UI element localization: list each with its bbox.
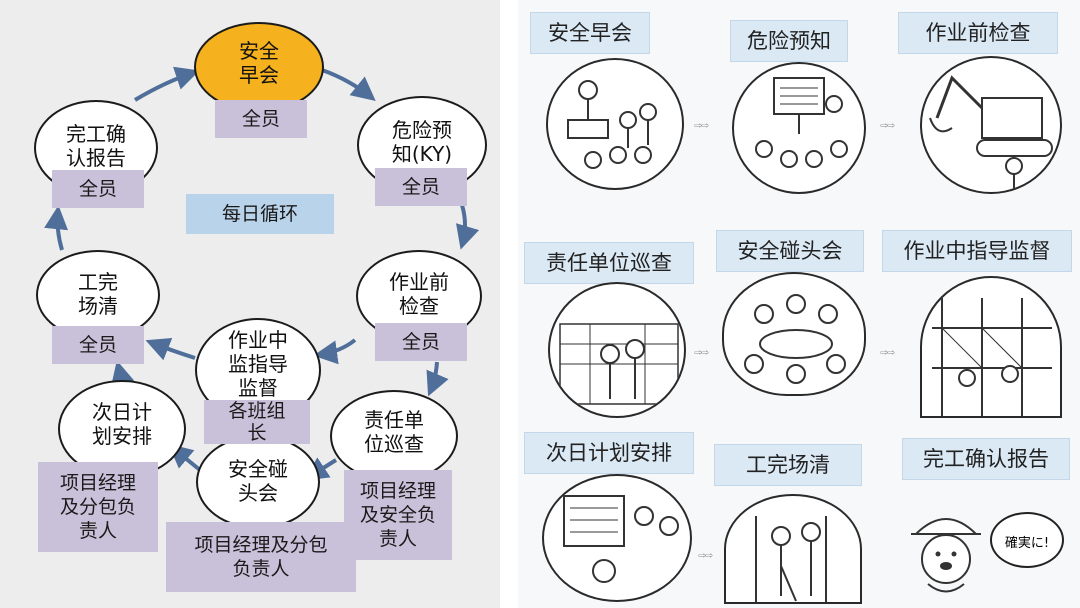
excavator-sketch: [922, 58, 1062, 194]
cleanup-sketch: [726, 496, 862, 604]
excavator-check-illustration: [920, 56, 1062, 194]
arrow-7-8: ⇨⇨: [698, 548, 712, 563]
arrow-precheck-to-patrol: [430, 362, 437, 392]
hazard-board-illustration: [732, 62, 866, 194]
step-title-8: 工完场清: [714, 444, 862, 486]
role-hazard-prediction: 全员: [375, 168, 467, 206]
step-title-7: 次日计划安排: [524, 432, 694, 474]
arrow-cleanup-to-report: [58, 210, 63, 250]
patrol-sketch: [550, 284, 686, 418]
role-morning-meeting: 全员: [215, 100, 307, 138]
step-title-2: 危险预知: [730, 20, 848, 62]
patrol-illustration: [548, 282, 686, 418]
arrow-2-3: ⇨⇨: [880, 118, 894, 133]
step-title-4: 责任单位巡查: [524, 242, 694, 284]
illustrated-steps-panel: 安全早会 ⇨⇨ 危险预知 ⇨⇨ 作业: [518, 0, 1080, 608]
mascot-speech-bubble: 確実に!: [990, 512, 1064, 568]
step-title-1: 安全早会: [530, 12, 650, 54]
node-morning-meeting: 安全 早会: [194, 22, 324, 112]
arrow-morning-to-ky: [322, 70, 372, 98]
role-safety-huddle: 项目经理及分包 负责人: [166, 522, 356, 592]
role-next-day-plan: 项目经理 及分包负 责人: [38, 462, 158, 552]
scaffold-sketch: [922, 278, 1062, 418]
node-safety-huddle: 安全碰 头会: [196, 435, 320, 529]
step-title-6: 作业中指导监督: [882, 230, 1072, 272]
hazard-board-sketch: [734, 64, 866, 194]
huddle-sketch: [724, 274, 866, 396]
arrow-report-to-morning: [135, 72, 195, 100]
step-title-5: 安全碰头会: [716, 230, 864, 272]
arrow-precheck-to-supervision: [318, 340, 355, 355]
huddle-illustration: [722, 272, 866, 396]
arrow-supervision-to-cleanup: [150, 342, 195, 358]
planning-illustration: [542, 474, 692, 602]
mascot-sketch: [896, 504, 1006, 604]
arrow-5-6: ⇨⇨: [880, 345, 894, 360]
role-site-cleanup: 全员: [52, 326, 144, 364]
arrow-4-5: ⇨⇨: [694, 345, 708, 360]
morning-meeting-illustration: [546, 58, 684, 190]
node-responsible-patrol: 责任单 位巡查: [330, 390, 458, 482]
daily-cycle-diagram: 安全 早会 全员 危险预 知(KY) 全员 作业前 检查 全员 责任单 位巡查 …: [0, 0, 500, 608]
role-pre-work-check: 全员: [375, 323, 467, 361]
arrow-1-2: ⇨⇨: [694, 118, 708, 133]
role-completion-report: 全员: [52, 170, 144, 208]
morning-meeting-sketch: [548, 60, 684, 190]
step-title-9: 完工确认报告: [902, 438, 1070, 480]
step-title-3: 作业前检查: [898, 12, 1058, 54]
cleanup-illustration: [724, 494, 862, 604]
role-work-supervision: 各班组 长: [204, 400, 310, 444]
role-responsible-patrol: 项目经理 及安全负 责人: [344, 470, 452, 560]
planning-sketch: [544, 476, 692, 602]
center-label: 每日循环: [186, 194, 334, 234]
mascot-speech-text: 確実に!: [992, 532, 1062, 551]
mascot-report-illustration: [896, 504, 1006, 604]
scaffold-supervision-illustration: [920, 276, 1062, 418]
arrow-ky-to-precheck: [462, 205, 465, 245]
